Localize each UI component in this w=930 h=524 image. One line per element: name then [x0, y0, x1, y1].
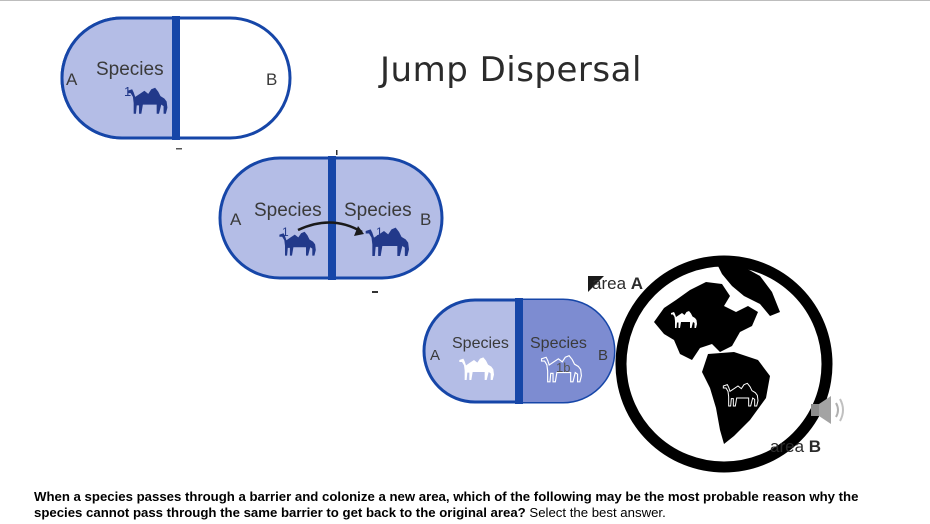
capsule-1-barrier — [172, 16, 180, 140]
capsule-3-right-num: 1b — [556, 360, 570, 375]
area-a-caption: area A — [592, 274, 643, 294]
capsule-3-letter-b: B — [598, 347, 608, 364]
audio-button[interactable] — [807, 393, 851, 432]
question-bold: When a species passes through a barrier … — [34, 489, 859, 520]
capsule-3: A Species Species 1b B — [422, 298, 616, 404]
capsule-3-letter-a: A — [430, 347, 440, 364]
question-instruction: Select the best answer. — [525, 505, 666, 520]
top-divider — [0, 0, 930, 1]
speaker-icon — [811, 396, 844, 424]
capsule-1-letter-a: A — [66, 70, 78, 89]
capsule-2-barrier — [328, 156, 336, 280]
capsule-2-right-num: 1 — [376, 225, 383, 239]
capsule-3-left-species: Species — [452, 335, 509, 352]
capsule-3-area-b — [521, 300, 614, 402]
capsule-1-area-a — [60, 16, 178, 140]
area-b-caption: area B — [770, 437, 821, 457]
globe-icon — [615, 255, 833, 473]
area-b-label: area — [770, 437, 805, 456]
capsule-1-letter-b: B — [266, 70, 277, 89]
capsule-1-species-label: Species — [96, 59, 164, 80]
area-b-letter: B — [808, 437, 822, 456]
capsule-2: A Species 1 Species 1 B — [218, 156, 444, 280]
tick-mark — [336, 150, 338, 155]
capsule-2-left-num: 1 — [282, 225, 289, 239]
capsule-3-barrier — [515, 298, 523, 404]
slide-title: Jump Dispersal — [380, 50, 642, 90]
cursor-icon — [588, 276, 604, 292]
capsule-2-letter-b: B — [420, 210, 431, 229]
capsule-2-right-species: Species — [344, 200, 412, 221]
capsule-2-left-species: Species — [254, 200, 322, 221]
arrow-icon — [297, 221, 363, 234]
capsule-2-letter-a: A — [230, 210, 242, 229]
capsule-1: A Species 1 B — [60, 16, 292, 140]
arrow-head-icon — [354, 226, 364, 236]
area-a-label: area — [592, 274, 627, 293]
tick-mark — [372, 291, 378, 293]
capsule-3-right-species: Species — [530, 335, 587, 352]
question-text: When a species passes through a barrier … — [34, 489, 904, 521]
area-a-letter: A — [630, 274, 644, 293]
tick-mark — [176, 148, 182, 150]
